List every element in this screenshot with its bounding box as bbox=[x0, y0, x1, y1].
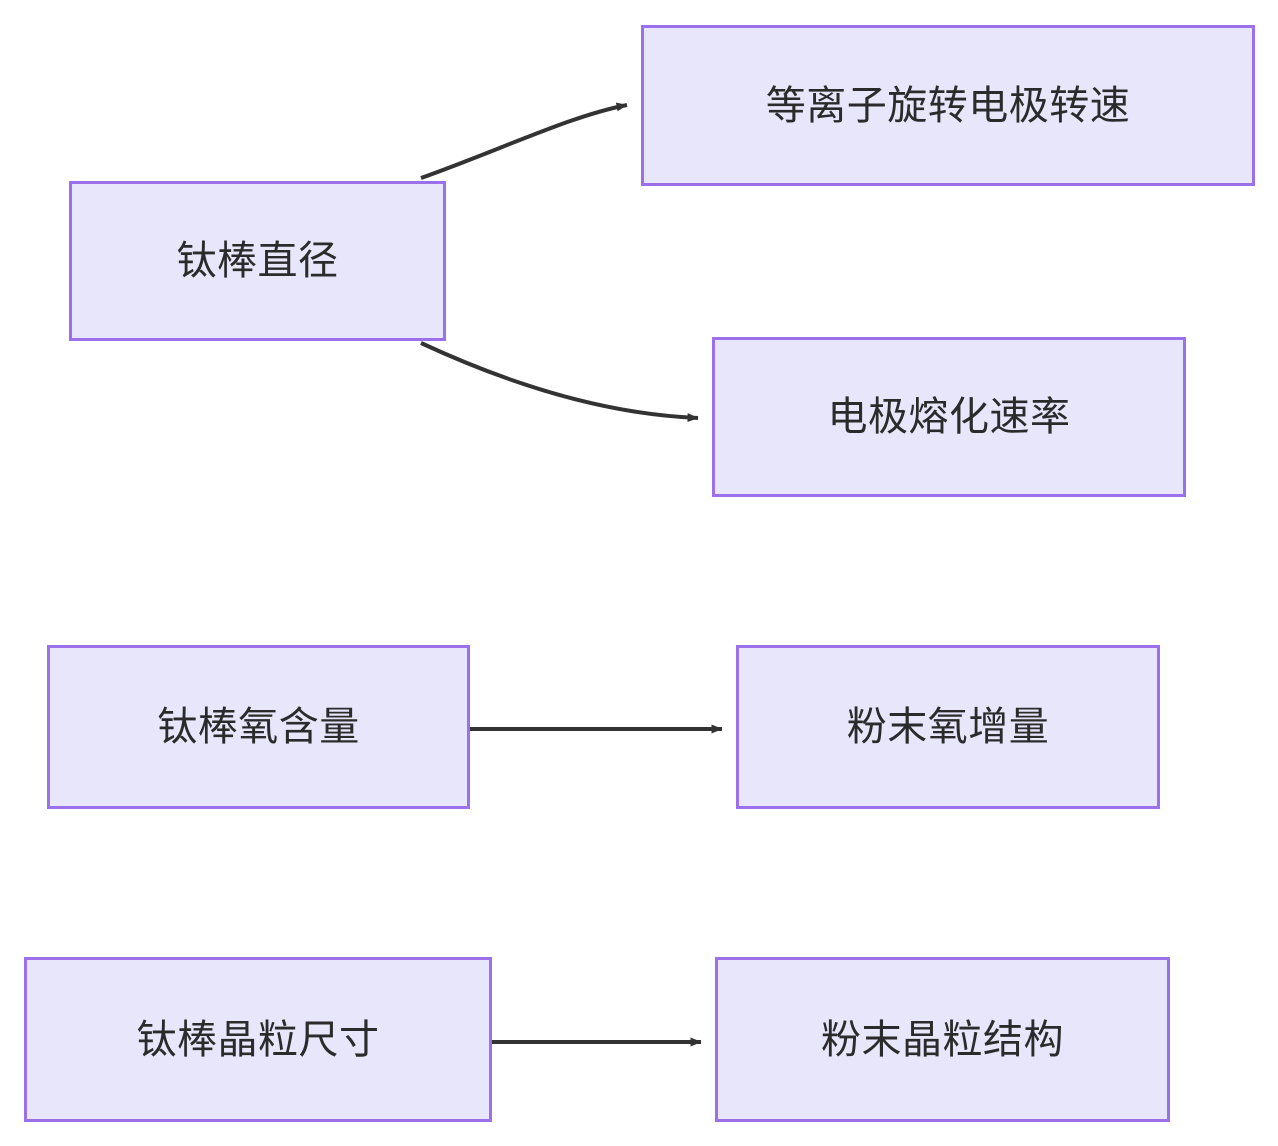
node-melt-rate[interactable]: 电极熔化速率 bbox=[712, 337, 1186, 497]
node-label: 粉末氧增量 bbox=[846, 705, 1050, 749]
node-label: 钛棒氧含量 bbox=[157, 705, 360, 749]
node-label: 等离子旋转电极转速 bbox=[765, 83, 1131, 128]
node-label: 钛棒晶粒尺寸 bbox=[136, 1017, 380, 1062]
edge-rod-diameter-to-melt-rate bbox=[420, 341, 699, 423]
node-label: 电极熔化速率 bbox=[827, 395, 1071, 439]
edge-rod-diameter-to-plasma-speed bbox=[420, 102, 628, 180]
node-rod-oxygen[interactable]: 钛棒氧含量 bbox=[47, 645, 470, 809]
node-powder-oxygen[interactable]: 粉末氧增量 bbox=[736, 645, 1160, 809]
node-plasma-speed[interactable]: 等离子旋转电极转速 bbox=[641, 25, 1255, 186]
node-powder-grain[interactable]: 粉末晶粒结构 bbox=[715, 957, 1170, 1122]
node-label: 钛棒直径 bbox=[176, 239, 339, 283]
node-rod-grain-size[interactable]: 钛棒晶粒尺寸 bbox=[24, 957, 492, 1122]
node-label: 粉末晶粒结构 bbox=[821, 1017, 1064, 1062]
node-rod-diameter[interactable]: 钛棒直径 bbox=[69, 181, 446, 341]
